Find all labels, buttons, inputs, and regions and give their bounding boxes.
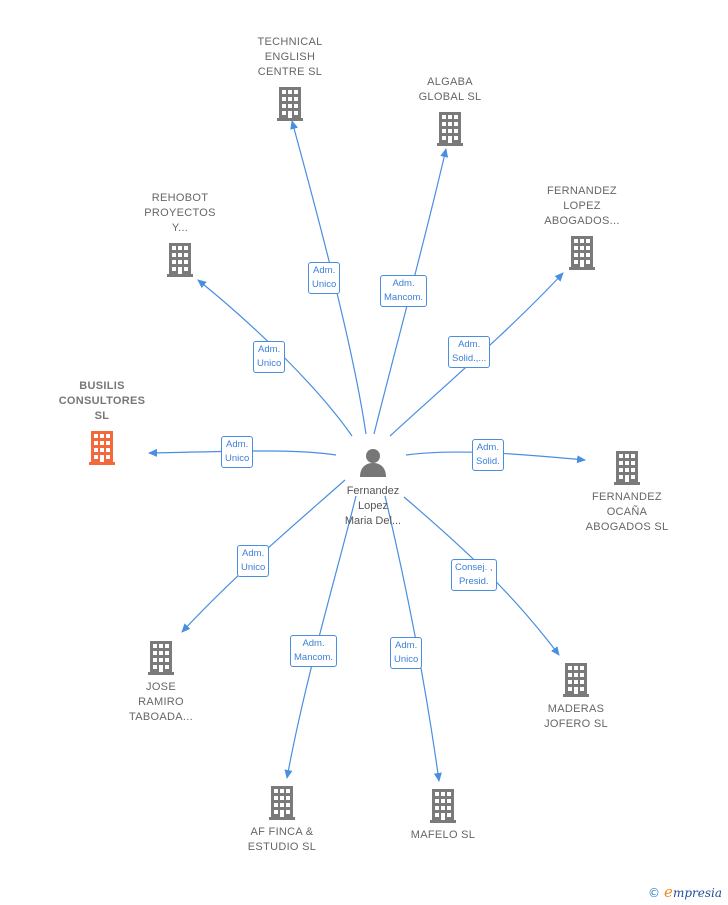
company-label: BUSILIS CONSULTORES SL (58, 380, 146, 422)
building-icon (167, 243, 193, 277)
edge-mafelo (384, 495, 442, 782)
company-node-jose-ramiro[interactable]: JOSE RAMIRO TABOADA... (91, 640, 231, 725)
company-node-mafelo[interactable]: MAFELO SL (373, 788, 513, 843)
building-icon (269, 786, 295, 820)
company-node-rehobot[interactable]: REHOBOT PROYECTOS Y... (110, 191, 250, 278)
company-label: ALGABA GLOBAL SL (418, 76, 482, 103)
edge-rehobot (197, 279, 353, 437)
company-node-busilis[interactable]: BUSILIS CONSULTORES SL (32, 379, 172, 466)
building-icon (614, 451, 640, 485)
role-label-af-finca[interactable]: Adm. Mancom. (290, 635, 338, 667)
role-label-maderas-jofero[interactable]: Consej. , Presid. (451, 559, 497, 591)
company-node-algaba[interactable]: ALGABA GLOBAL SL (380, 75, 520, 147)
company-label: MADERAS JOFERO SL (544, 703, 608, 730)
role-label-rehobot[interactable]: Adm. Unico (253, 341, 286, 373)
company-label: TECHNICAL ENGLISH CENTRE SL (257, 36, 323, 78)
building-icon (148, 641, 174, 675)
person-node[interactable]: Fernandez Lopez Maria Del... (323, 447, 423, 529)
role-label-jose-ramiro[interactable]: Adm. Unico (237, 545, 270, 577)
company-node-maderas-jofero[interactable]: MADERAS JOFERO SL (506, 662, 646, 732)
building-icon (277, 87, 303, 121)
company-node-fernandez-ocana[interactable]: FERNANDEZ OCAÑA ABOGADOS SL (557, 450, 697, 535)
role-label-mafelo[interactable]: Adm. Unico (390, 637, 423, 669)
role-label-fernandez-ocana[interactable]: Adm. Solid. (472, 439, 504, 471)
person-label: Fernandez Lopez Maria Del... (344, 485, 402, 527)
building-icon (89, 431, 115, 465)
edge-technical (290, 120, 367, 435)
edge-af-finca (284, 495, 357, 779)
building-icon (430, 789, 456, 823)
brand-name: mpresia (672, 886, 722, 900)
brand-initial: e (664, 883, 673, 901)
company-label: MAFELO SL (410, 829, 476, 841)
building-icon (569, 236, 595, 270)
role-label-algaba[interactable]: Adm. Mancom. (380, 275, 428, 307)
company-node-af-finca[interactable]: AF FINCA & ESTUDIO SL (212, 785, 352, 855)
company-node-technical[interactable]: TECHNICAL ENGLISH CENTRE SL (220, 35, 360, 122)
copyright-symbol: © (648, 886, 661, 900)
building-icon (437, 112, 463, 146)
building-icon (563, 663, 589, 697)
company-label: REHOBOT PROYECTOS Y... (144, 192, 216, 234)
role-label-technical[interactable]: Adm. Unico (308, 262, 341, 294)
company-label: AF FINCA & ESTUDIO SL (247, 826, 317, 853)
company-label: JOSE RAMIRO TABOADA... (129, 681, 193, 723)
company-label: FERNANDEZ LOPEZ ABOGADOS... (544, 185, 620, 227)
role-label-fernandez-lopez-abogados[interactable]: Adm. Solid.,... (448, 336, 491, 368)
role-label-busilis[interactable]: Adm. Unico (221, 436, 254, 468)
person-icon (360, 449, 386, 477)
company-label: FERNANDEZ OCAÑA ABOGADOS SL (585, 491, 669, 533)
company-node-fernandez-lopez-abogados[interactable]: FERNANDEZ LOPEZ ABOGADOS... (512, 184, 652, 271)
brand-logo: ©empresia (648, 883, 722, 901)
